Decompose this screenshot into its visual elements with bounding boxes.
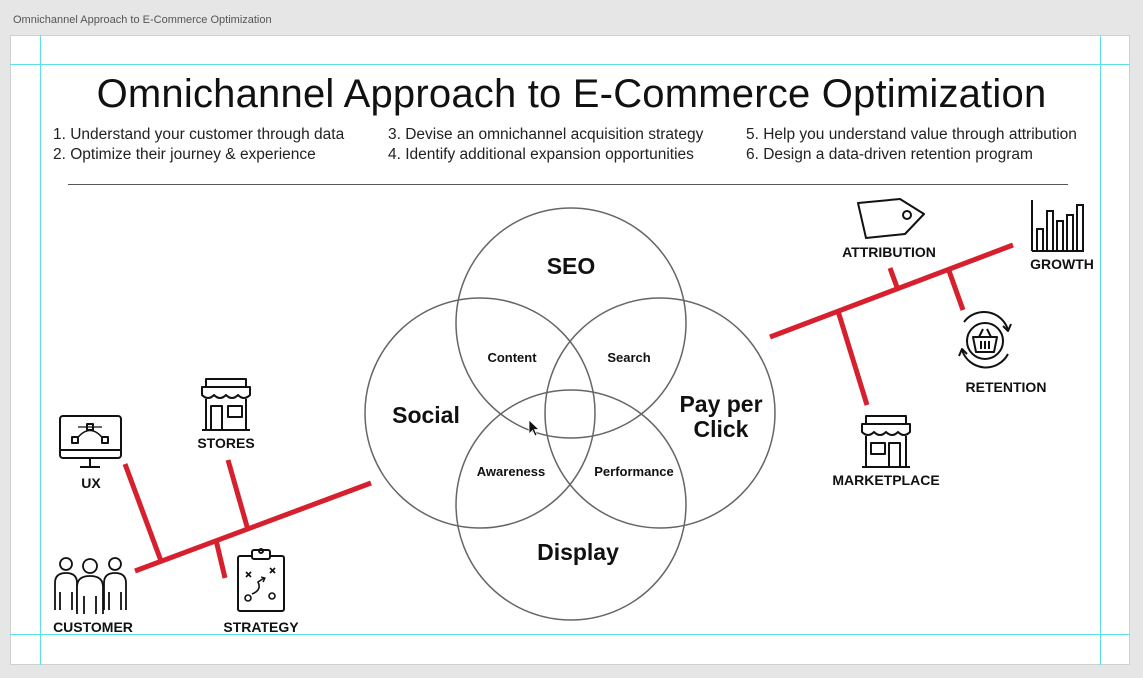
goal-3: 3. Devise an omnichannel acquisition str… <box>388 126 704 143</box>
intersection-content: Content <box>487 350 537 365</box>
left-branch-lines <box>122 459 372 579</box>
storefront-icon <box>861 415 911 468</box>
goal-2: 2. Optimize their journey & experience <box>53 146 316 163</box>
label-marketplace: MARKETPLACE <box>832 472 939 488</box>
venn-circle-seo <box>455 207 687 439</box>
venn-label-ppc-line2: Click <box>694 416 749 442</box>
intersection-performance: Performance <box>594 464 673 479</box>
goal-6: 6. Design a data-driven retention progra… <box>746 146 1033 163</box>
basket-refresh-icon <box>958 311 1012 369</box>
price-tag-icon <box>857 198 925 239</box>
intersection-awareness: Awareness <box>477 464 545 479</box>
intersection-search: Search <box>607 350 650 365</box>
clipboard-strategy-icon <box>237 548 285 612</box>
guide-left <box>40 35 41 665</box>
label-growth: GROWTH <box>1030 256 1094 272</box>
venn-label-social: Social <box>392 402 460 428</box>
venn-circle-ppc <box>544 297 776 529</box>
people-group-icon <box>54 557 127 614</box>
page-title: Omnichannel Approach to E-Commerce Optim… <box>96 72 1047 116</box>
bar-chart-icon <box>1031 200 1084 252</box>
monitor-design-icon <box>59 415 122 468</box>
label-strategy: STRATEGY <box>223 619 299 635</box>
label-retention: RETENTION <box>966 379 1047 395</box>
venn-label-display: Display <box>537 539 619 565</box>
goal-1: 1. Understand your customer through data <box>53 126 345 143</box>
mouse-pointer-icon <box>528 419 541 437</box>
label-ux: UX <box>81 475 101 491</box>
venn-label-ppc-line1: Pay per <box>679 391 762 417</box>
storefront-icon <box>201 378 251 431</box>
label-customer: CUSTOMER <box>53 619 133 635</box>
slide-canvas <box>10 35 1130 665</box>
right-branch-lines <box>769 242 1014 406</box>
venn-circle-social <box>364 297 596 529</box>
window-title: Omnichannel Approach to E-Commerce Optim… <box>13 14 272 26</box>
guide-bottom <box>10 634 1130 635</box>
guide-right <box>1100 35 1101 665</box>
venn-circle-display <box>455 389 687 621</box>
goal-5: 5. Help you understand value through att… <box>746 126 1077 143</box>
goal-4: 4. Identify additional expansion opportu… <box>388 146 694 163</box>
label-stores: STORES <box>197 435 254 451</box>
venn-label-seo: SEO <box>547 253 596 279</box>
guide-top <box>10 64 1130 65</box>
divider-line <box>68 184 1068 185</box>
label-attribution: ATTRIBUTION <box>842 244 936 260</box>
